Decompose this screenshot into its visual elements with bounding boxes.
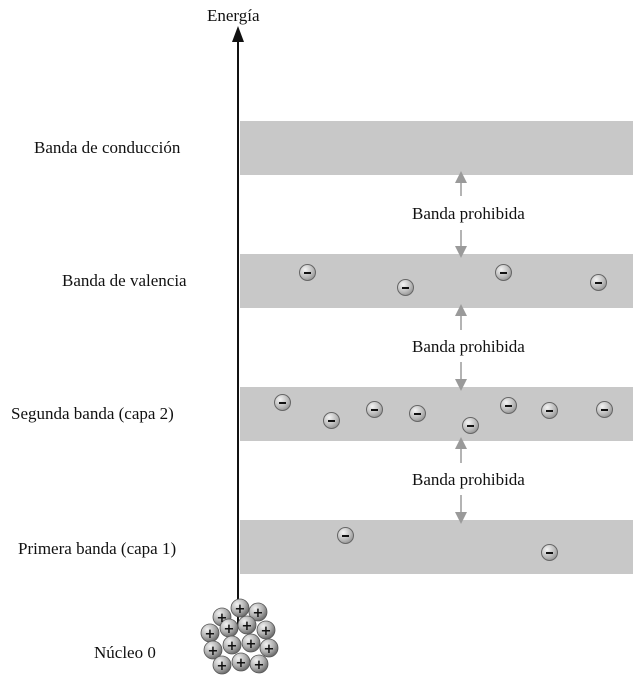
proton-sign: + xyxy=(205,627,216,642)
proton-sign: + xyxy=(217,611,228,626)
electron-icon xyxy=(541,402,558,419)
band-label-conduction: Banda de conducción xyxy=(34,138,181,157)
energy-axis-arrowhead xyxy=(232,26,244,42)
proton-sign: + xyxy=(264,642,275,657)
proton-sign: + xyxy=(261,624,272,639)
second-band xyxy=(240,387,633,441)
electron-icon xyxy=(500,397,517,414)
electron-icon xyxy=(323,412,340,429)
energy-axis xyxy=(237,40,239,625)
proton-sign: + xyxy=(227,639,238,654)
electron-icon xyxy=(590,274,607,291)
valence-band xyxy=(240,254,633,308)
nucleus-label: Núcleo 0 xyxy=(94,643,156,662)
first-band xyxy=(240,520,633,574)
band-label-second: Segunda banda (capa 2) xyxy=(11,404,174,423)
proton-sign: + xyxy=(217,659,228,674)
electron-icon xyxy=(409,405,426,422)
proton-sign: + xyxy=(246,637,257,652)
gap-label-mid: Banda prohibida xyxy=(412,337,525,356)
band-label-valence: Banda de valencia xyxy=(62,271,187,290)
gap-label-bottom: Banda prohibida xyxy=(412,470,525,489)
proton-sign: + xyxy=(253,606,264,621)
electron-icon xyxy=(462,417,479,434)
electron-icon xyxy=(397,279,414,296)
proton-sign: + xyxy=(236,656,247,671)
energy-axis-label: Energía xyxy=(207,6,260,25)
band-label-first: Primera banda (capa 1) xyxy=(18,539,177,558)
electron-icon xyxy=(541,544,558,561)
electron-icon xyxy=(299,264,316,281)
gap-label-top: Banda prohibida xyxy=(412,204,525,223)
electron-icon xyxy=(337,527,354,544)
proton-sign: + xyxy=(224,622,235,637)
conduction-band xyxy=(240,121,633,175)
proton-sign: + xyxy=(254,658,265,673)
electron-icon xyxy=(274,394,291,411)
proton-sign: + xyxy=(242,619,253,634)
electron-icon xyxy=(495,264,512,281)
proton-sign: + xyxy=(208,644,219,659)
electron-icon xyxy=(596,401,613,418)
proton-sign: + xyxy=(235,602,246,617)
electron-icon xyxy=(366,401,383,418)
